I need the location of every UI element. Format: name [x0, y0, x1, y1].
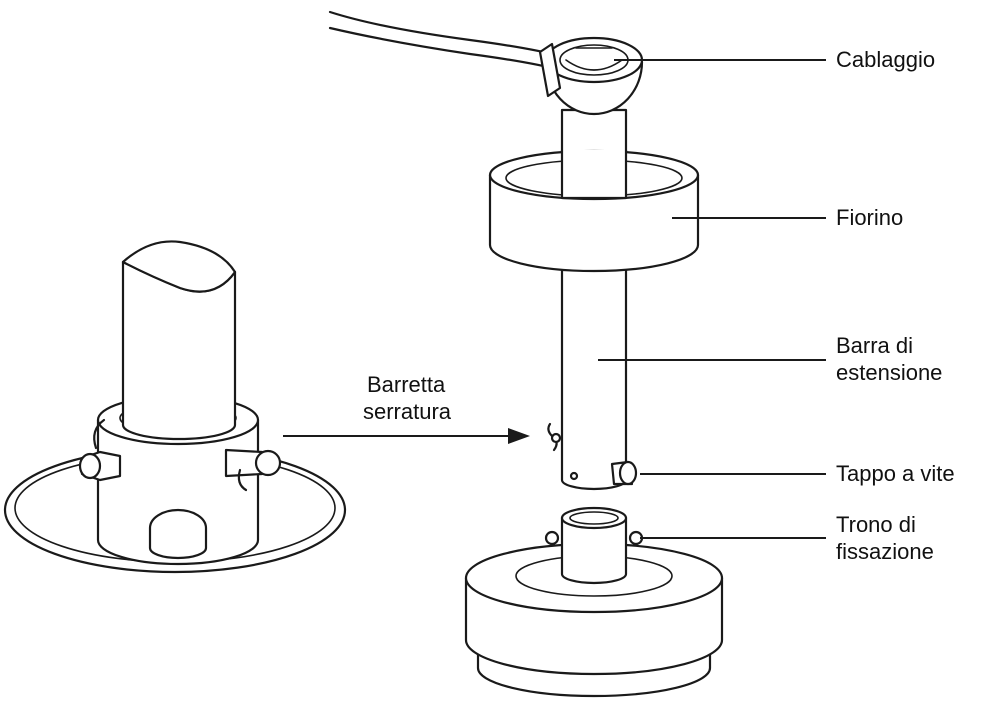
label-trono-line1: Trono di [836, 512, 916, 537]
mounting-throne [464, 506, 724, 698]
rod-hole [569, 471, 579, 481]
screw-cap [610, 460, 638, 486]
label-cablaggio: Cablaggio [836, 47, 936, 72]
left-assembly-detail [3, 240, 347, 574]
barretta-arrow-head [508, 428, 530, 444]
canopy-ring [488, 149, 700, 273]
label-barretta-line2: serratura [363, 399, 452, 424]
label-barretta-line1: Barretta [367, 372, 446, 397]
label-barra-line2: estensione [836, 360, 943, 385]
label-tappo: Tappo a vite [836, 461, 955, 486]
label-trono-line2: fissazione [836, 539, 934, 564]
wiring-cables [328, 10, 562, 72]
label-fiorino: Fiorino [836, 205, 904, 230]
lock-pin [547, 422, 562, 452]
hanger-ball [538, 36, 644, 116]
label-barra-line1: Barra di [836, 333, 914, 358]
